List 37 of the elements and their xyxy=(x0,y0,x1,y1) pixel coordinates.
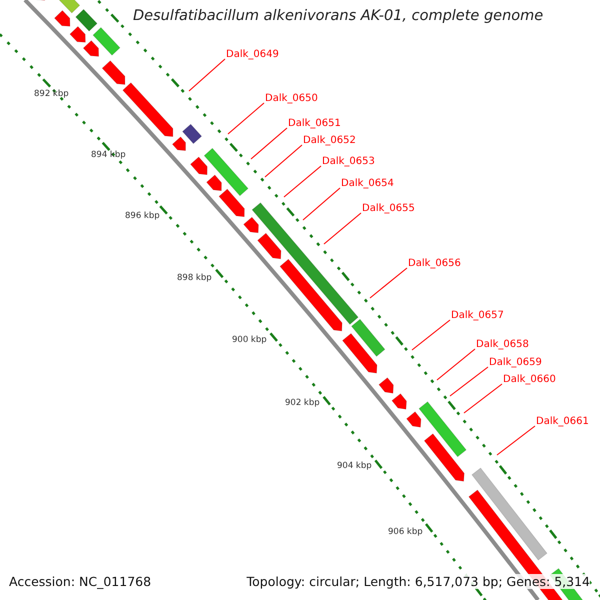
leader-line xyxy=(264,144,302,178)
gene-label: Dalk_0656 xyxy=(408,258,461,270)
leader-line xyxy=(250,128,288,160)
leader-line xyxy=(436,348,476,380)
gene-label: Dalk_0649 xyxy=(226,49,279,61)
scale-label: 906 kbp xyxy=(388,527,423,538)
gene-label: Dalk_0654 xyxy=(341,178,394,190)
scale-label: 904 kbp xyxy=(337,461,372,472)
gene-label: Dalk_0655 xyxy=(362,203,415,215)
gene-label: Dalk_0657 xyxy=(451,310,504,322)
accession-note: Accession: NC_011768 xyxy=(9,574,152,589)
leader-line xyxy=(302,188,340,220)
gene-label: Dalk_0652 xyxy=(303,135,356,147)
genome-summary: Topology: circular; Length: 6,517,073 bp; Genes: 5,314 xyxy=(246,574,590,589)
gene-label: Dalk_0651 xyxy=(288,118,341,130)
scale-label: 900 kbp xyxy=(232,335,267,346)
scale-label: 902 kbp xyxy=(285,398,320,408)
leader-line xyxy=(450,366,488,396)
gene-label: Dalk_0650 xyxy=(265,93,318,105)
leader-line xyxy=(496,426,536,456)
leader-line xyxy=(412,320,450,350)
leader-line xyxy=(284,166,322,198)
scale-label: 894 kbp xyxy=(91,150,126,160)
gene-label: Dalk_0660 xyxy=(503,374,556,386)
leader-line xyxy=(324,212,362,244)
scale-label: 896 kbp xyxy=(125,211,160,222)
scale-label: 898 kbp xyxy=(177,273,212,284)
scale-label: 892 kbp xyxy=(34,89,69,100)
gene-label: Dalk_0659 xyxy=(489,357,542,369)
gene-label: Dalk_0661 xyxy=(536,416,589,428)
leader-line xyxy=(370,268,408,298)
leader-line xyxy=(188,58,226,92)
gene-label: Dalk_0658 xyxy=(476,339,529,351)
leader-line xyxy=(464,384,502,414)
gene-label: Dalk_0653 xyxy=(322,156,375,168)
genome-title: Desulfatibacillum alkenivorans AK-01, complete genome xyxy=(133,8,544,26)
leader-line xyxy=(228,102,264,134)
